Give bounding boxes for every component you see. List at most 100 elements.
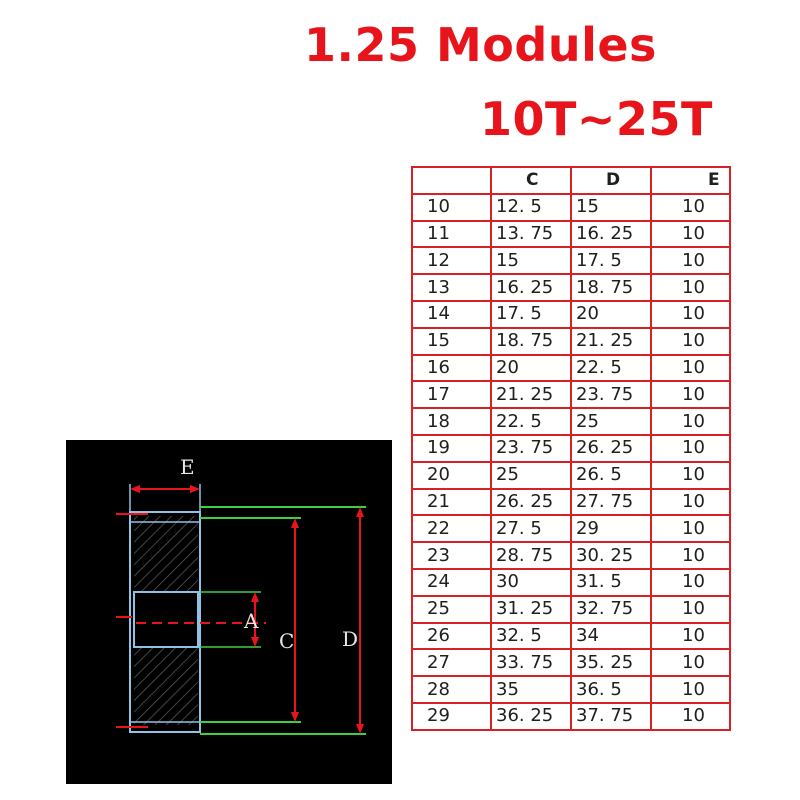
header-teeth [411, 166, 492, 195]
cell-teeth: 13 [411, 273, 492, 302]
cell-teeth: 23 [411, 541, 492, 570]
cell-e: 10 [650, 594, 731, 624]
cell-teeth: 19 [411, 433, 492, 463]
cell-e: 10 [650, 380, 731, 410]
cell-c: 31. 25 [490, 594, 572, 624]
cell-e: 10 [650, 514, 731, 544]
cell-d: 34 [570, 621, 652, 651]
cell-c: 17. 5 [490, 299, 572, 329]
cell-c: 20 [490, 353, 572, 383]
cell-e: 10 [650, 567, 731, 597]
lower-hatch [134, 647, 198, 725]
cell-teeth: 26 [411, 621, 492, 651]
cell-e: 10 [650, 326, 731, 356]
title-modules: 1.25 Modules [304, 18, 657, 72]
header-d: D [570, 166, 652, 195]
cell-c: 33. 75 [490, 648, 572, 678]
cell-teeth: 22 [411, 514, 492, 544]
cell-teeth: 15 [411, 326, 492, 356]
table-header-row: C D E [411, 166, 731, 195]
cell-e: 10 [650, 648, 731, 678]
label-a: A [243, 609, 259, 633]
header-e: E [650, 166, 731, 195]
cell-d: 36. 5 [570, 675, 652, 704]
cell-teeth: 25 [411, 594, 492, 624]
label-e: E [180, 455, 195, 479]
cell-d: 21. 25 [570, 326, 652, 356]
cell-d: 26. 5 [570, 460, 652, 490]
cell-e: 10 [650, 353, 731, 383]
cell-c: 12. 5 [490, 192, 572, 222]
header-c: C [490, 166, 572, 195]
cell-e: 10 [650, 433, 731, 463]
cell-d: 27. 75 [570, 487, 652, 517]
cell-c: 16. 25 [490, 273, 572, 302]
cell-d: 30. 25 [570, 541, 652, 570]
cell-teeth: 20 [411, 460, 492, 490]
cell-c: 35 [490, 675, 572, 704]
cell-d: 29 [570, 514, 652, 544]
cell-c: 36. 25 [490, 701, 572, 731]
diagram-background [66, 440, 392, 784]
cell-e: 10 [650, 460, 731, 490]
cell-d: 25 [570, 407, 652, 436]
cell-e: 10 [650, 541, 731, 570]
cell-d: 32. 75 [570, 594, 652, 624]
cell-c: 28. 75 [490, 541, 572, 570]
cell-teeth: 24 [411, 567, 492, 597]
cell-d: 18. 75 [570, 273, 652, 302]
cell-teeth: 17 [411, 380, 492, 410]
gear-cross-section-diagram: E A C D [66, 440, 392, 784]
cell-d: 26. 25 [570, 433, 652, 463]
cell-e: 10 [650, 487, 731, 517]
cell-d: 23. 75 [570, 380, 652, 410]
cell-d: 37. 75 [570, 701, 652, 731]
cell-e: 10 [650, 192, 731, 222]
cell-e: 10 [650, 219, 731, 249]
cell-c: 21. 25 [490, 380, 572, 410]
cell-teeth: 14 [411, 299, 492, 329]
label-d: D [342, 627, 358, 651]
cell-c: 18. 75 [490, 326, 572, 356]
cell-d: 35. 25 [570, 648, 652, 678]
label-c: C [279, 629, 294, 653]
cell-e: 10 [650, 273, 731, 302]
cell-c: 15 [490, 246, 572, 276]
cell-teeth: 16 [411, 353, 492, 383]
cell-teeth: 10 [411, 192, 492, 222]
cell-d: 17. 5 [570, 246, 652, 276]
cell-e: 10 [650, 299, 731, 329]
cell-c: 25 [490, 460, 572, 490]
cell-d: 20 [570, 299, 652, 329]
cell-teeth: 29 [411, 701, 492, 731]
cell-c: 32. 5 [490, 621, 572, 651]
cell-c: 13. 75 [490, 219, 572, 249]
cell-c: 27. 5 [490, 514, 572, 544]
cell-c: 22. 5 [490, 407, 572, 436]
cell-e: 10 [650, 407, 731, 436]
cell-teeth: 18 [411, 407, 492, 436]
cell-teeth: 21 [411, 487, 492, 517]
title-teeth-range: 10T~25T [480, 92, 713, 146]
